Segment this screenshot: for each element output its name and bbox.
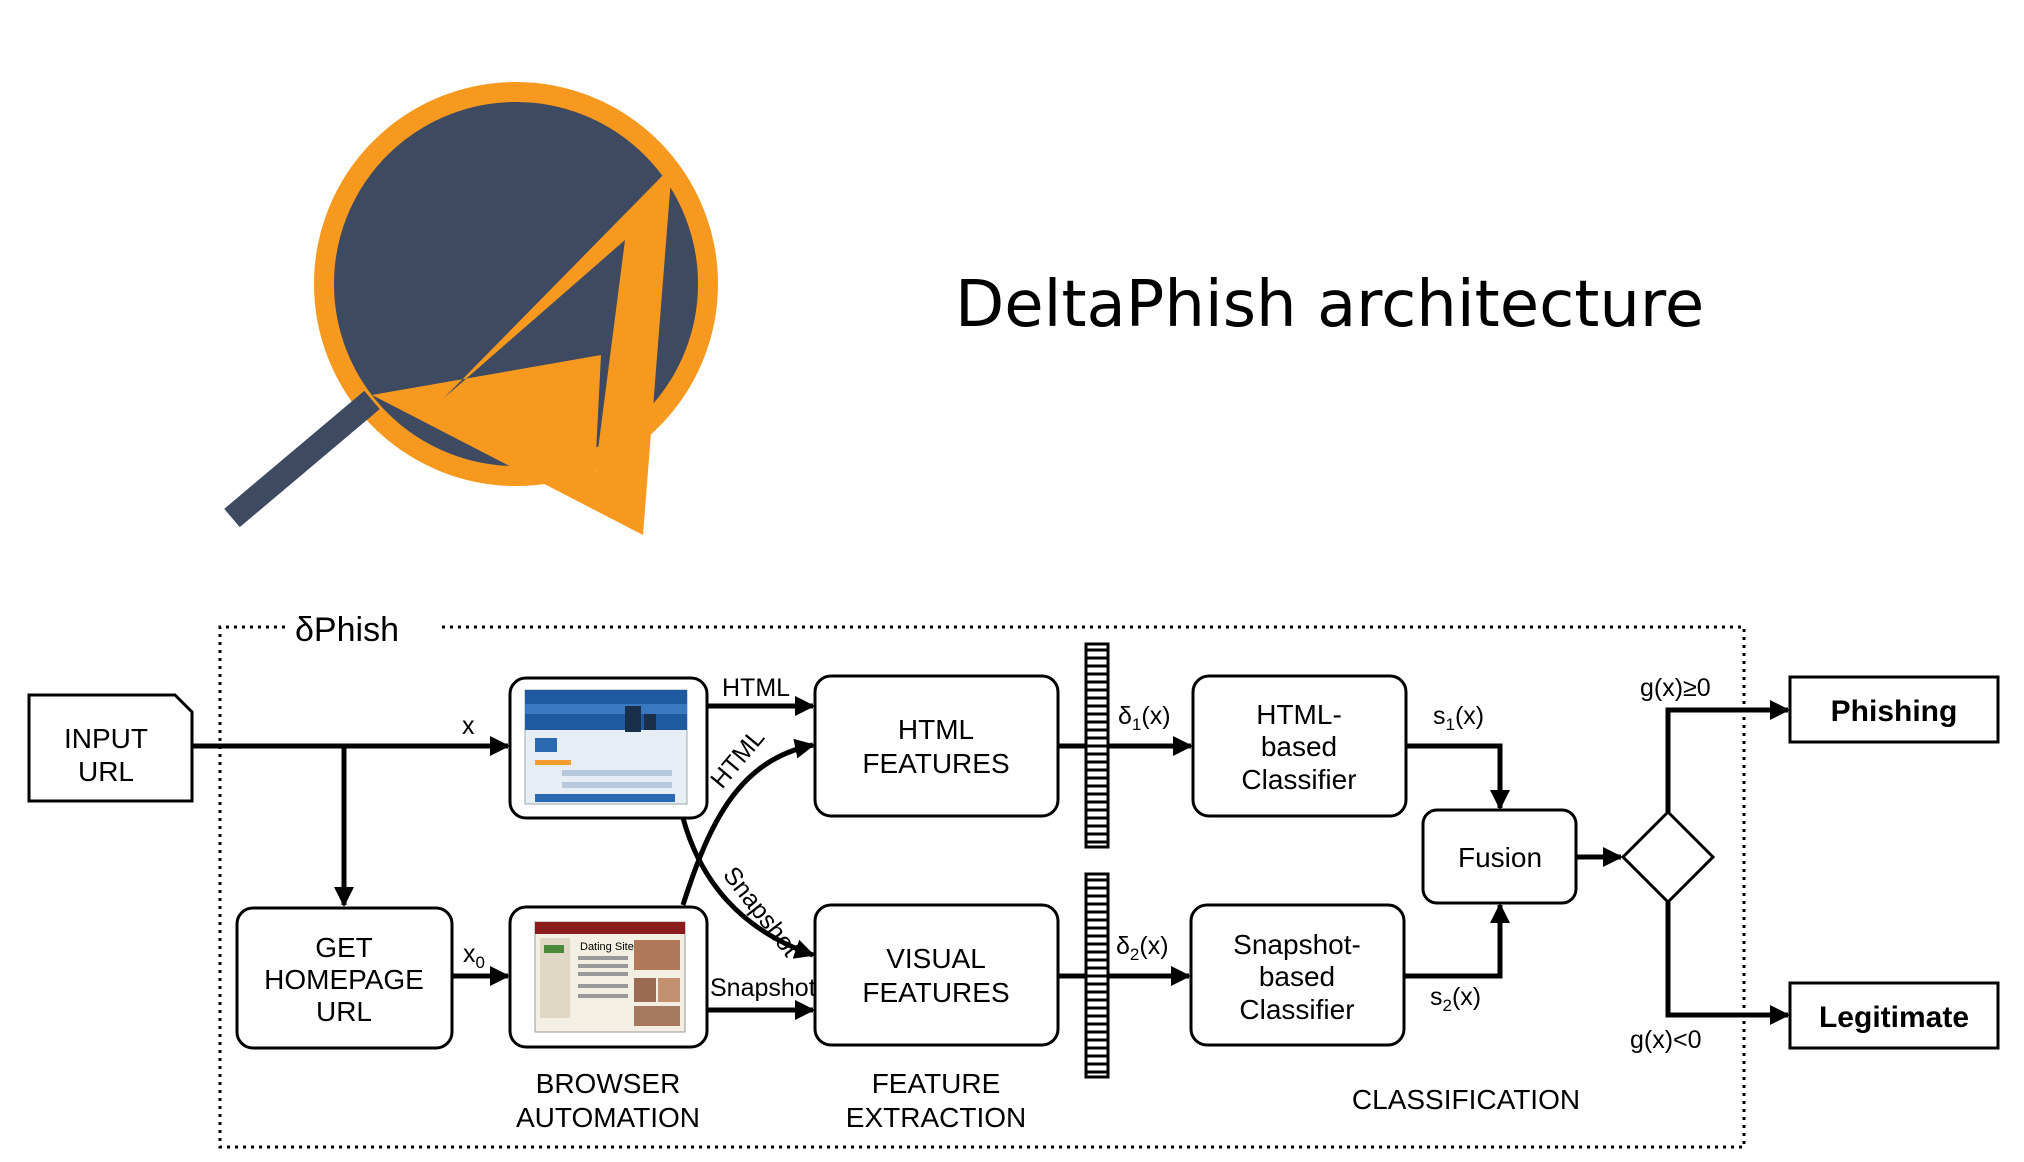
html-classifier-node: HTML- based Classifier — [1191, 674, 1408, 818]
deltaphish-logo — [224, 82, 718, 535]
decision-diamond — [1620, 809, 1716, 905]
browser-screenshot-bottom: Dating Site — [508, 905, 709, 1049]
snapshot-classifier-label-2: based — [1259, 961, 1335, 992]
edge-html-diagonal — [680, 738, 815, 906]
edge-html-classifier-to-fusion — [1406, 743, 1510, 810]
phishing-label: Phishing — [1831, 695, 1958, 728]
frame-label: δPhish — [295, 611, 399, 649]
edge-decision-to-legitimate — [1665, 902, 1790, 1025]
input-url-node: INPUT URL — [27, 693, 194, 803]
phishing-output: Phishing — [1788, 675, 2000, 744]
section-browser-automation-1: BROWSER — [536, 1068, 681, 1099]
input-url-label-1: INPUT — [64, 723, 148, 754]
edge-label-s2: s2(x) — [1430, 983, 1481, 1015]
edge-label-html-diagonal: HTML — [705, 724, 770, 794]
html-features-label-1: HTML — [898, 714, 974, 745]
page-title: DeltaPhish architecture — [955, 268, 1705, 342]
delta-barrier-bottom — [1084, 872, 1110, 1079]
section-feature-extraction-1: FEATURE — [872, 1068, 1001, 1099]
section-browser-automation-2: AUTOMATION — [516, 1102, 700, 1133]
edge-label-g-pos: g(x)≥0 — [1640, 674, 1711, 702]
get-homepage-label-3: URL — [316, 996, 372, 1027]
get-homepage-label-1: GET — [315, 932, 373, 963]
fusion-label: Fusion — [1458, 842, 1542, 873]
logo-delta — [372, 166, 672, 535]
section-feature-extraction-2: EXTRACTION — [846, 1102, 1026, 1133]
html-classifier-label-3: Classifier — [1241, 764, 1356, 795]
html-classifier-label-1: HTML- — [1256, 699, 1342, 730]
visual-features-node: VISUAL FEATURES — [813, 903, 1060, 1047]
frame-border — [218, 625, 1746, 1149]
legitimate-output: Legitimate — [1788, 981, 2000, 1050]
input-url-label-2: URL — [78, 756, 134, 787]
edge-label-g-neg: g(x)<0 — [1630, 1026, 1702, 1054]
visual-features-label-1: VISUAL — [886, 943, 986, 974]
logo-handle — [224, 390, 380, 528]
html-features-node: HTML FEATURES — [813, 674, 1060, 818]
legitimate-label: Legitimate — [1819, 1001, 1969, 1034]
section-labels: BROWSER AUTOMATION FEATURE EXTRACTION CL… — [516, 1068, 1580, 1133]
edge-label-snapshot-bottom: Snapshot — [710, 974, 816, 1002]
edge-snapshot-classifier-to-fusion — [1404, 903, 1510, 979]
connectors — [192, 696, 1790, 1025]
thumbnail-text: Dating Site — [580, 941, 634, 953]
snapshot-classifier-node: Snapshot- based Classifier — [1189, 903, 1406, 1047]
snapshot-classifier-label-3: Classifier — [1239, 994, 1354, 1025]
edge-label-html-top: HTML — [722, 674, 790, 702]
delta-barrier-top — [1084, 642, 1110, 849]
edge-label-s1: s1(x) — [1433, 702, 1484, 734]
edge-snapshot-diagonal — [680, 817, 815, 959]
visual-features-label-2: FEATURES — [862, 977, 1009, 1008]
edge-decision-to-phishing — [1665, 700, 1790, 812]
browser-screenshot-top — [508, 676, 709, 820]
edge-label-snapshot-diagonal: Snapshot — [717, 861, 804, 962]
edge-label-x0: x0 — [463, 940, 485, 972]
html-features-label-2: FEATURES — [862, 748, 1009, 779]
fusion-node: Fusion — [1421, 808, 1578, 905]
html-classifier-label-2: based — [1261, 731, 1337, 762]
dphish-frame: δPhish — [218, 611, 1746, 1149]
section-classification: CLASSIFICATION — [1352, 1084, 1580, 1115]
edge-label-delta2: δ2(x) — [1116, 932, 1169, 964]
edge-label-delta1: δ1(x) — [1118, 702, 1171, 734]
get-homepage-label-2: HOMEPAGE — [264, 964, 424, 995]
edge-label-x: x — [462, 712, 475, 740]
get-homepage-node: GET HOMEPAGE URL — [235, 906, 454, 1050]
snapshot-classifier-label-1: Snapshot- — [1233, 929, 1361, 960]
